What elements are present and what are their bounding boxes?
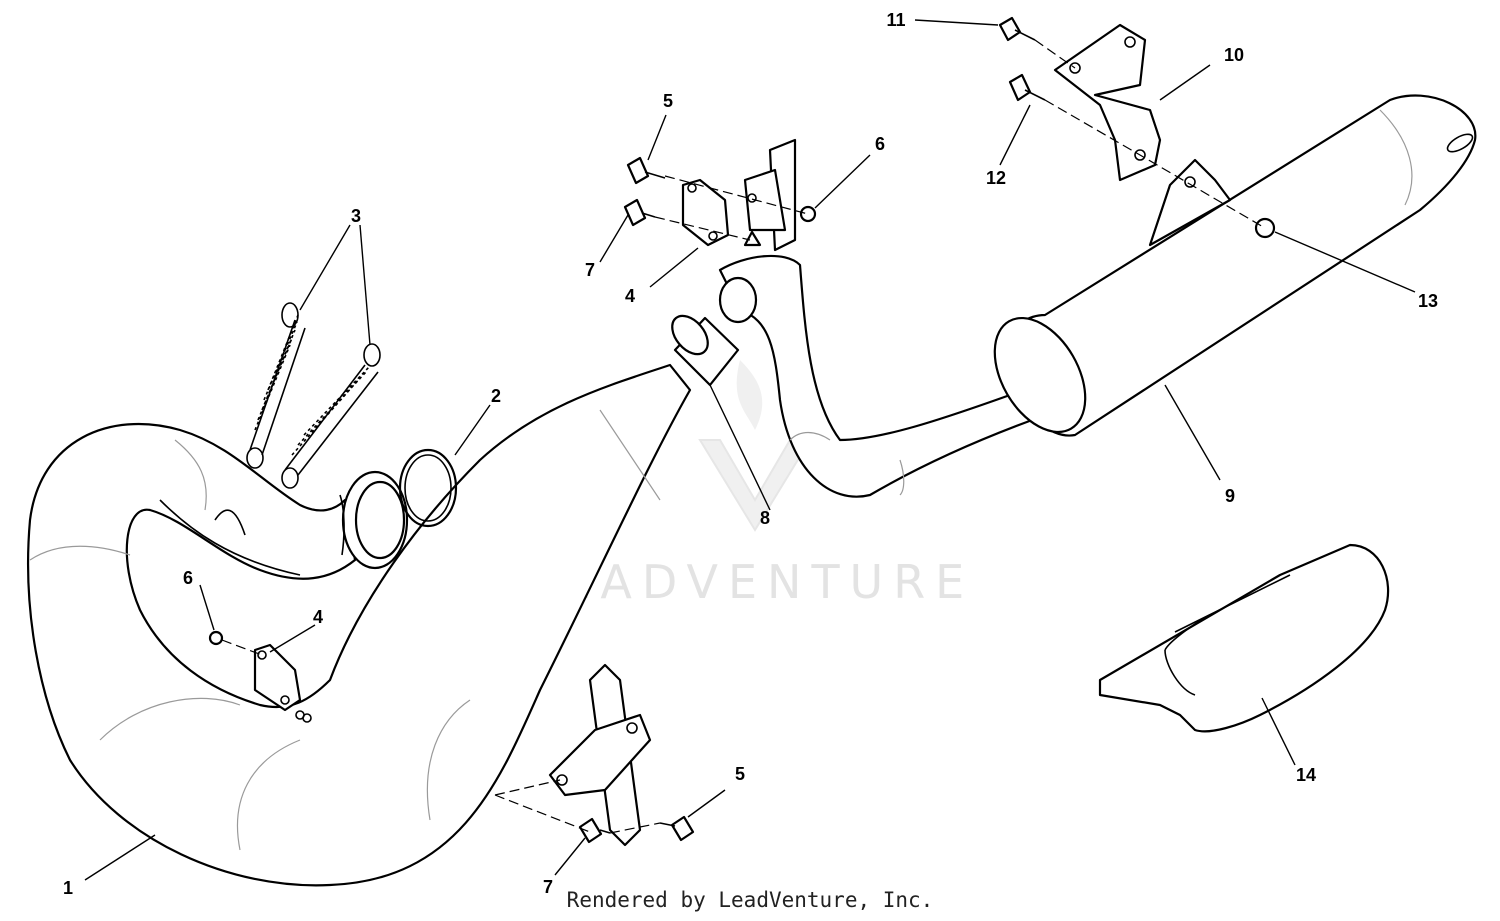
upper-hanger bbox=[743, 138, 797, 252]
lower-clamp bbox=[253, 643, 312, 723]
o-ring-inner bbox=[404, 454, 452, 522]
callout-1: 1 bbox=[63, 878, 73, 898]
callout-14: 14 bbox=[1296, 765, 1316, 785]
heat-shield bbox=[1098, 543, 1390, 733]
callout-4-upper: 4 bbox=[625, 286, 635, 306]
callout-2: 2 bbox=[491, 386, 501, 406]
header-flange bbox=[339, 470, 409, 570]
callout-10: 10 bbox=[1224, 45, 1244, 65]
callout-5-lower: 5 bbox=[735, 764, 745, 784]
silencer bbox=[993, 94, 1477, 437]
callout-6-lower: 6 bbox=[183, 568, 193, 588]
fasteners bbox=[208, 16, 1276, 844]
wire-clip bbox=[214, 509, 246, 536]
upper-clamp bbox=[681, 178, 730, 247]
watermark: LEADVENTURE bbox=[526, 360, 964, 609]
o-ring bbox=[398, 448, 458, 528]
coupler-sleeve bbox=[671, 314, 740, 387]
alignment-lines bbox=[221, 39, 1266, 834]
callout-4-lower: 4 bbox=[313, 607, 323, 627]
callout-7-lower: 7 bbox=[543, 877, 553, 897]
expansion-chamber bbox=[27, 363, 692, 887]
callouts: 1 2 3 4 4 5 5 6 6 7 7 8 9 10 11 12 13 14 bbox=[63, 10, 1438, 898]
rendered-by-credit: Rendered by LeadVenture, Inc. bbox=[566, 888, 934, 912]
callout-8: 8 bbox=[760, 508, 770, 528]
callout-6-upper: 6 bbox=[875, 134, 885, 154]
callout-13: 13 bbox=[1418, 291, 1438, 311]
mount-bracket bbox=[1053, 23, 1162, 182]
callout-12: 12 bbox=[986, 168, 1006, 188]
springs bbox=[246, 302, 381, 489]
leader-lines bbox=[84, 19, 1416, 881]
callout-3: 3 bbox=[351, 206, 361, 226]
callout-7-upper: 7 bbox=[585, 260, 595, 280]
lower-hanger bbox=[548, 663, 652, 847]
callout-9: 9 bbox=[1225, 486, 1235, 506]
callout-5-upper: 5 bbox=[663, 91, 673, 111]
callout-11: 11 bbox=[886, 10, 905, 30]
